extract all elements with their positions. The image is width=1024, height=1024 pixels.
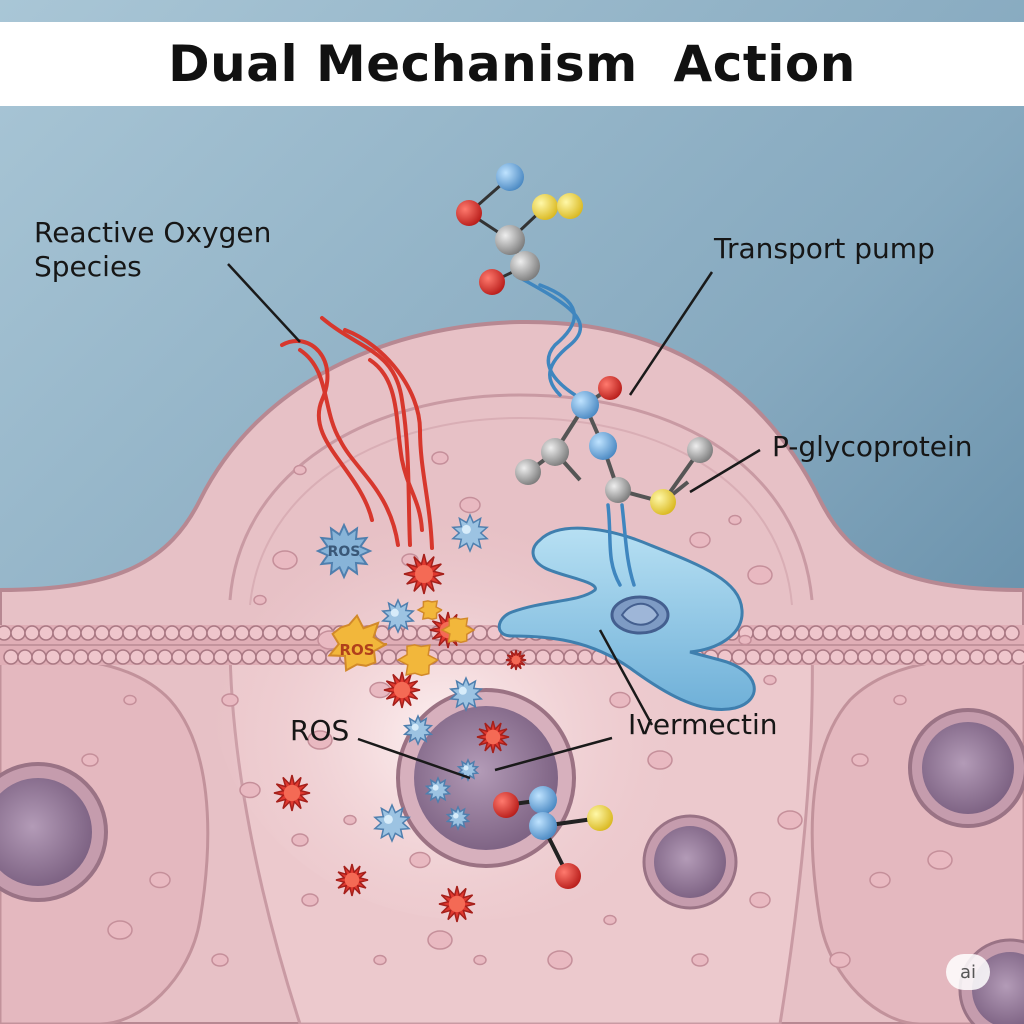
leader-ros-species [227, 263, 301, 343]
leader-transport-pump [628, 271, 714, 396]
ros-particle-labelled-blue: ROS [315, 522, 373, 580]
nucleus-right [908, 708, 1024, 828]
leader-lines [227, 263, 761, 780]
leader-p-glycoprotein [689, 448, 761, 494]
ros-particle-label-yellow: ROS [339, 641, 374, 659]
leader-ivermectin-nucleus [494, 736, 613, 772]
label-ivermectin: Ivermectin [628, 708, 778, 741]
label-reactive-oxygen-species: Reactive Oxygen Species [34, 216, 272, 283]
ros-streaks [280, 316, 434, 550]
molecule-lower [493, 786, 613, 889]
label-transport-pump: Transport pump [714, 232, 935, 265]
ai-watermark: ai [946, 954, 990, 990]
nucleus-small-right [642, 814, 738, 910]
nucleus-left [0, 762, 108, 902]
molecule-middle [515, 376, 713, 515]
cell-inner-membrane [228, 393, 814, 601]
ros-particle-label-blue: ROS [328, 544, 361, 560]
label-p-glycoprotein: P-glycoprotein [772, 430, 973, 463]
transporter-protein [497, 526, 756, 711]
ros-particle-labelled-yellow: ROS [327, 613, 388, 673]
label-ros: ROS [290, 714, 350, 747]
title-banner: Dual Mechanism Action [0, 22, 1024, 106]
ros-particles [273, 513, 527, 923]
leader-ros [357, 737, 471, 780]
transporter-tethers [513, 273, 636, 587]
leader-ivermectin-pump [598, 629, 654, 726]
page-title: Dual Mechanism Action [168, 35, 856, 93]
molecule-top [456, 163, 583, 295]
cytoplasm-vesicles [81, 451, 953, 970]
